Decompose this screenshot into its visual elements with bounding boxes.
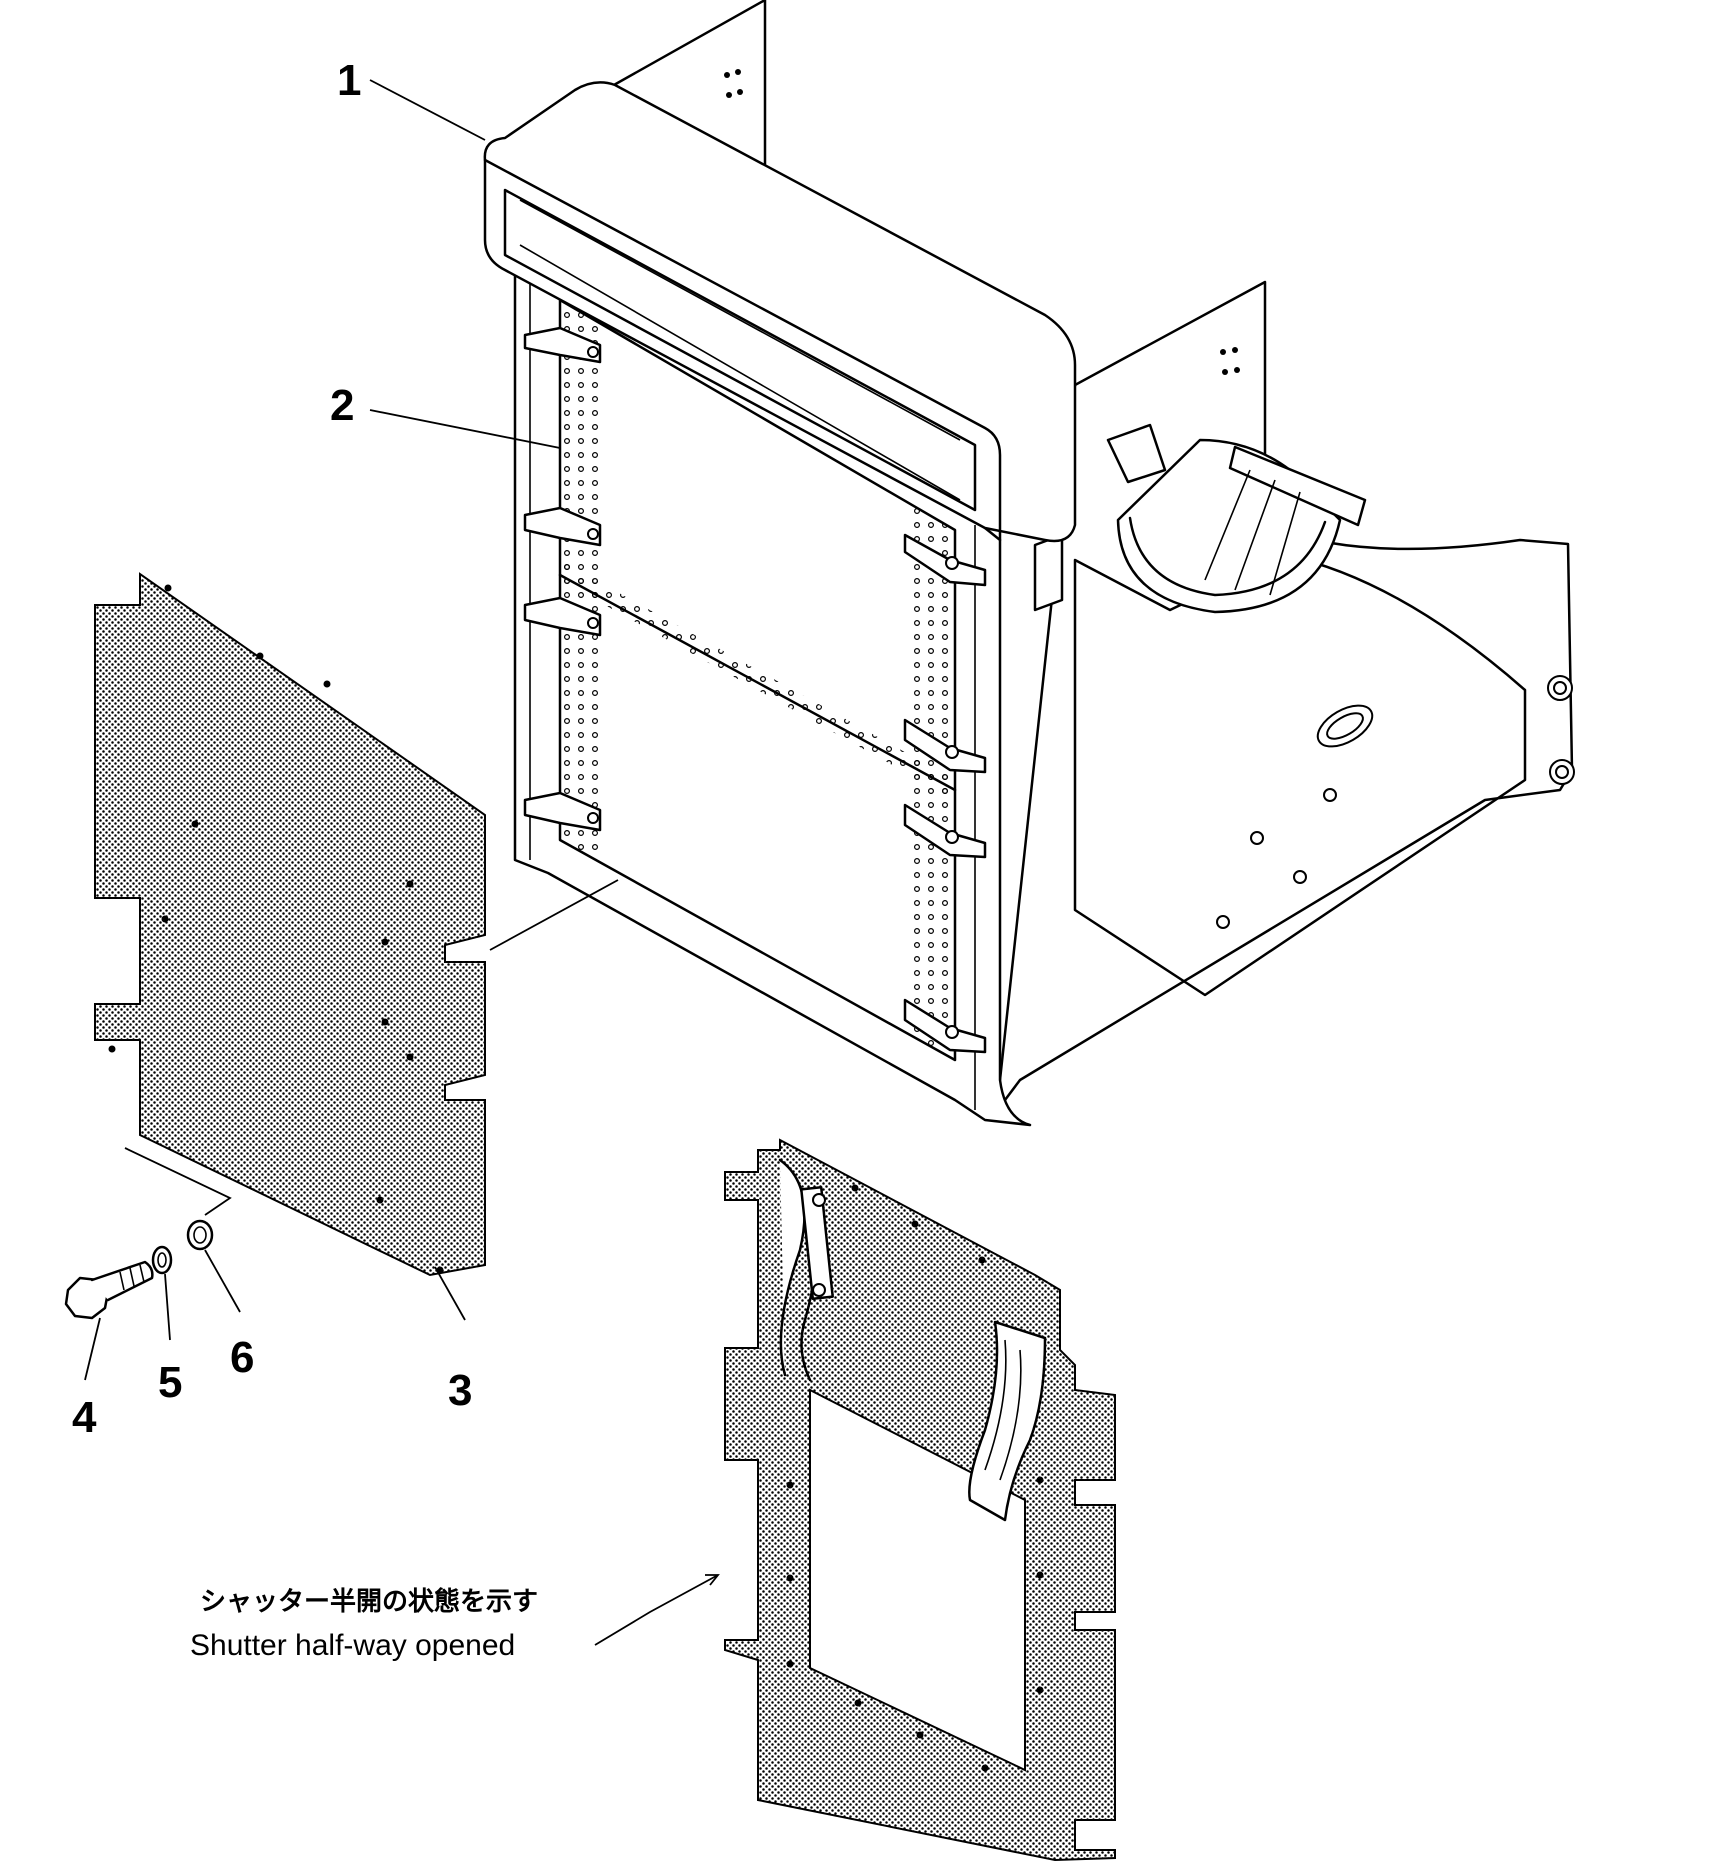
shutter-flap-right-fold — [984, 1339, 1022, 1481]
shutter-flap-upper-edge — [778, 1158, 806, 1377]
frame-edge — [529, 280, 976, 1110]
leader-3 — [434, 1266, 466, 1321]
upper-bracket — [1106, 423, 1167, 484]
callout-4: 4 — [72, 1393, 97, 1442]
shutter-half-open-view — [594, 1138, 1116, 1862]
leader-6 — [204, 1249, 241, 1313]
radiator-guard-assembly — [483, 0, 1575, 1127]
shutter-flap-right — [968, 1320, 1047, 1522]
fasteners — [64, 1219, 214, 1320]
grille-screen-part-3 — [94, 572, 619, 1277]
side-hole — [1323, 788, 1337, 802]
oval-hole-inner — [1326, 712, 1364, 740]
note-japanese: シャッター半開の状態を示す — [200, 1586, 538, 1617]
duct-fold — [1204, 469, 1301, 596]
leader-1 — [369, 79, 486, 141]
top-hood-front-face — [483, 158, 1002, 542]
duct-inner — [1128, 516, 1327, 597]
note-english: Shutter half-way opened — [190, 1629, 515, 1662]
shutter-note-leader-arrow — [705, 1574, 720, 1586]
screen-explode-line — [489, 879, 619, 951]
side-tab — [1033, 533, 1064, 612]
top-hood-opening-inner — [519, 199, 961, 501]
shutter-note-leader — [594, 1574, 719, 1646]
duct-strap — [1228, 445, 1367, 527]
callout-5: 5 — [158, 1358, 182, 1407]
flat-washer-part-6 — [186, 1219, 214, 1251]
mount-boss — [1553, 681, 1567, 695]
spring-washer-part-5 — [151, 1245, 173, 1275]
leader-5 — [164, 1273, 171, 1341]
shutter-slot — [800, 1186, 834, 1300]
callout-1: 1 — [337, 56, 361, 105]
bolt-part-4 — [64, 1260, 154, 1320]
fastener-group-line — [124, 1147, 232, 1216]
side-hole — [1293, 870, 1307, 884]
leader-2 — [369, 409, 561, 449]
callout-3: 3 — [448, 1366, 472, 1415]
side-hole — [1216, 915, 1230, 929]
side-hole — [1250, 831, 1264, 845]
hinge-brackets-left — [523, 326, 602, 832]
side-plate-holes — [1220, 347, 1240, 375]
grille-screen — [94, 572, 486, 1277]
perforated-band-mid — [560, 560, 955, 800]
mount-boss — [1555, 765, 1569, 779]
callout-6: 6 — [230, 1333, 254, 1382]
callout-2: 2 — [330, 381, 354, 430]
top-hood-opening — [503, 188, 977, 512]
rear-plate-holes — [724, 69, 743, 98]
callout-leaders — [84, 79, 561, 1381]
grille-screen-bolt-holes — [108, 584, 444, 1274]
leader-4 — [84, 1317, 101, 1381]
shutter-frame — [724, 1138, 1116, 1862]
shutter-bolt-holes — [786, 1184, 1044, 1772]
frame-divider — [558, 573, 957, 792]
hinge-brackets-right — [903, 533, 987, 1054]
